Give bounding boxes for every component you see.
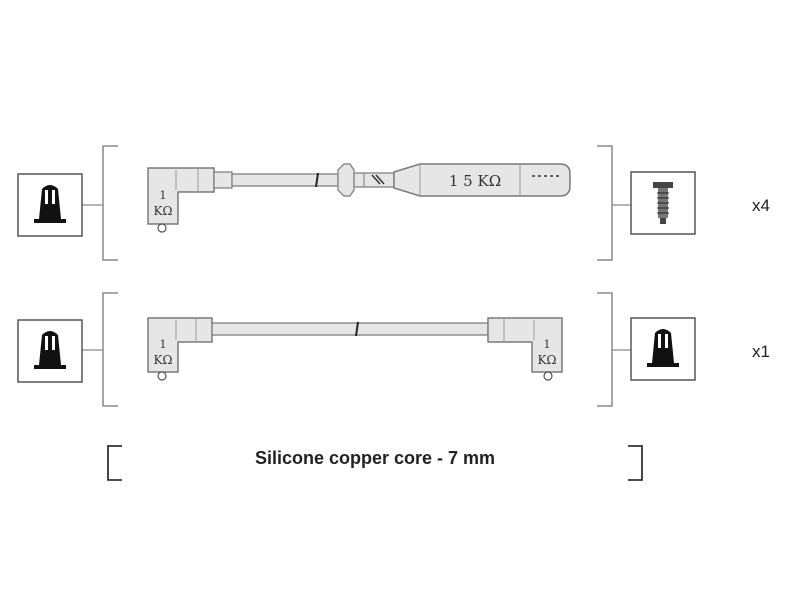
set1-connector-resistor-label: 1 5 KΩ bbox=[449, 172, 501, 190]
set2-right-angled-boot: 1 KΩ bbox=[487, 317, 563, 381]
spark-plug-cap-icon bbox=[17, 319, 83, 383]
set2-cable-break-mark bbox=[355, 321, 359, 337]
set1-quantity-label: x4 bbox=[752, 196, 770, 215]
set1-left-resistor-digit: 1 bbox=[160, 189, 167, 202]
lead-set-1: 1 KΩ 1 5 KΩ bbox=[17, 145, 696, 261]
set2-right-resistor-unit: KΩ bbox=[538, 353, 557, 367]
set2-left-resistor-unit: KΩ bbox=[154, 353, 173, 367]
set2-left-angled-boot: 1 KΩ bbox=[147, 317, 213, 381]
spark-plug-cap-icon bbox=[17, 173, 83, 237]
set1-right-bracket bbox=[597, 145, 613, 261]
set1-left-angled-boot: 1 KΩ bbox=[147, 167, 233, 233]
spark-plug-cap-icon bbox=[630, 317, 696, 381]
set2-left-resistor-digit: 1 bbox=[160, 338, 167, 351]
set1-left-resistor-unit: KΩ bbox=[154, 204, 173, 218]
set2-left-bracket bbox=[102, 292, 118, 407]
lead-set-2: 1 KΩ 1 KΩ bbox=[17, 292, 696, 407]
set1-cable bbox=[231, 173, 339, 187]
set1-left-bracket bbox=[102, 145, 118, 261]
caption-right-bracket bbox=[628, 445, 643, 481]
caption-left-bracket bbox=[107, 445, 122, 481]
set1-coil-connector: 1 5 KΩ bbox=[393, 163, 571, 197]
set2-right-resistor-digit: 1 bbox=[544, 338, 551, 351]
set2-cable bbox=[211, 322, 489, 336]
cable-spec-caption: Silicone copper core - 7 mm bbox=[254, 448, 496, 468]
threaded-screw-terminal-icon bbox=[630, 171, 696, 235]
set2-quantity-label: x1 bbox=[752, 342, 770, 361]
set1-cable-break-mark bbox=[315, 172, 319, 188]
set1-connector-sleeve bbox=[337, 163, 395, 197]
set2-right-bracket bbox=[597, 292, 613, 407]
